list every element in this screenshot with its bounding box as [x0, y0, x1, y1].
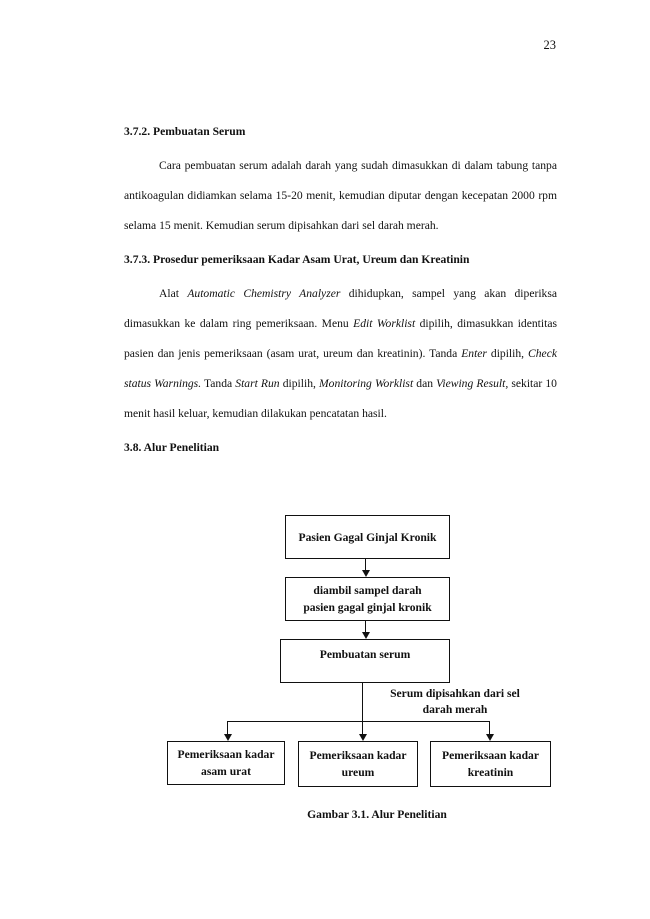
arrow-down-icon: [361, 570, 370, 577]
flow-box-ureum-label: Pemeriksaan kadar ureum: [310, 747, 407, 781]
heading-3-8: 3.8. Alur Penelitian: [124, 441, 220, 454]
flow-box-kreatinin-label: Pemeriksaan kadar kreatinin: [442, 747, 539, 781]
text-run: dipilih, dimasukkan identitas pasien dan…: [124, 317, 557, 360]
emphasis-start-run: Start Run: [235, 377, 280, 390]
emphasis-automatic-chemistry-analyzer: Automatic Chemistry Analyzer: [187, 287, 341, 300]
label-line: ureum: [341, 766, 375, 779]
arrow-down-icon: [358, 734, 367, 741]
flow-box-pasien: Pasien Gagal Ginjal Kronik: [285, 515, 450, 559]
flow-box-asam-urat-label: Pemeriksaan kadar asam urat: [178, 746, 275, 780]
label-line: pasien gagal ginjal kronik: [303, 601, 432, 614]
text-run: dipilih,: [486, 347, 529, 360]
flow-box-kreatinin: Pemeriksaan kadar kreatinin: [430, 741, 551, 787]
connector-line: [362, 721, 363, 735]
label-line: diambil sampel darah: [313, 584, 422, 597]
arrow-down-icon: [361, 632, 370, 639]
label-line: Serum dipisahkan dari sel: [390, 687, 520, 700]
heading-3-7-3: 3.7.3. Prosedur pemeriksaan Kadar Asam U…: [124, 253, 470, 266]
document-body: 3.7.2. Pembuatan Serum Cara pembuatan se…: [124, 122, 557, 467]
text-run: Alat: [159, 287, 188, 300]
paragraph-pembuatan-serum: Cara pembuatan serum adalah darah yang s…: [124, 159, 557, 232]
flow-box-sampel-darah: diambil sampel darah pasien gagal ginjal …: [285, 577, 450, 621]
label-line: kreatinin: [467, 766, 514, 779]
flow-box-asam-urat: Pemeriksaan kadar asam urat: [167, 741, 285, 785]
emphasis-viewing-result: Viewing Result,: [436, 377, 509, 390]
connector-line: [365, 559, 366, 571]
label-line: Pemeriksaan kadar: [309, 749, 407, 762]
connector-line: [365, 621, 366, 633]
emphasis-enter: Enter: [461, 347, 487, 360]
connector-line: [227, 721, 228, 735]
flow-box-pembuatan-serum-label: Pembuatan serum: [319, 648, 411, 661]
flow-box-pembuatan-serum: Pembuatan serum: [280, 639, 450, 683]
flow-box-sampel-darah-label: diambil sampel darah pasien gagal ginjal …: [303, 582, 431, 616]
heading-3-7-2: 3.7.2. Pembuatan Serum: [124, 125, 246, 138]
flow-box-ureum: Pemeriksaan kadar ureum: [298, 741, 418, 787]
emphasis-check-status-warnings: Check status Warnings.: [124, 347, 557, 390]
arrow-down-icon: [223, 734, 232, 741]
split-label-serum-dipisahkan: Serum dipisahkan dari sel darah merah: [370, 686, 540, 718]
text-run: dan: [413, 377, 437, 390]
text-run: dipilih,: [279, 377, 320, 390]
flow-box-pasien-label: Pasien Gagal Ginjal Kronik: [298, 530, 437, 544]
emphasis-monitoring-worklist: Monitoring Worklist: [319, 377, 414, 390]
connector-line: [362, 683, 363, 721]
connector-line: [489, 721, 490, 735]
text-run: dihidupkan, sampel yang akan diperiksa d…: [124, 287, 557, 330]
text-run: sekitar 10 menit hasil keluar, kemudian …: [124, 377, 557, 420]
emphasis-edit-worklist: Edit Worklist: [353, 317, 416, 330]
paragraph-prosedur-pemeriksaan: Alat Automatic Chemistry Analyzer dihidu…: [124, 279, 557, 429]
text-run: Tanda: [201, 377, 236, 390]
arrow-down-icon: [485, 734, 494, 741]
label-line: Pemeriksaan kadar: [442, 749, 539, 762]
connector-branch-line: [227, 721, 489, 722]
label-line: darah merah: [422, 703, 488, 716]
page-number: 23: [543, 38, 557, 52]
figure-caption: Gambar 3.1. Alur Penelitian: [307, 808, 447, 821]
label-line: asam urat: [201, 765, 251, 778]
label-line: Pemeriksaan kadar: [177, 748, 275, 761]
